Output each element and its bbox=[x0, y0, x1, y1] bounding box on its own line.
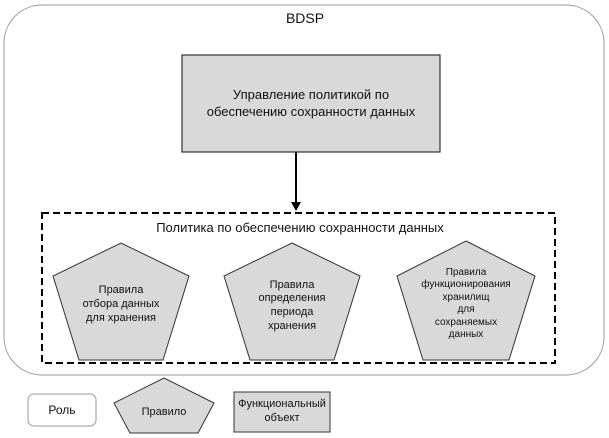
legend-functional-object-label: Функциональный объект bbox=[238, 398, 326, 424]
policy-dashed-box bbox=[41, 212, 556, 364]
management-box bbox=[181, 54, 441, 153]
legend-rule-pentagon bbox=[113, 377, 215, 434]
rule-label-3: Правила функционирования хранилищ для со… bbox=[421, 266, 511, 341]
policy-group-title: Политика по обеспечению сохранности данн… bbox=[156, 219, 444, 235]
rule-pentagon-3 bbox=[396, 240, 536, 361]
legend-role-label: Роль bbox=[48, 402, 76, 417]
legend-functional-object-box bbox=[233, 391, 331, 433]
legend-role-box bbox=[27, 393, 97, 427]
arrow-head-icon bbox=[291, 202, 301, 211]
rule-pentagon-1 bbox=[52, 242, 190, 361]
management-box-label: Управление политикой по обеспечению сохр… bbox=[206, 87, 416, 119]
rule-pentagon-2 bbox=[223, 242, 361, 361]
diagram-title: BDSP bbox=[285, 10, 325, 27]
legend-rule-label: Правило bbox=[141, 406, 187, 419]
rule-label-1: Правила отбора данных для хранения bbox=[82, 284, 160, 324]
rule-label-2: Правила определения периода хранения bbox=[258, 278, 326, 332]
